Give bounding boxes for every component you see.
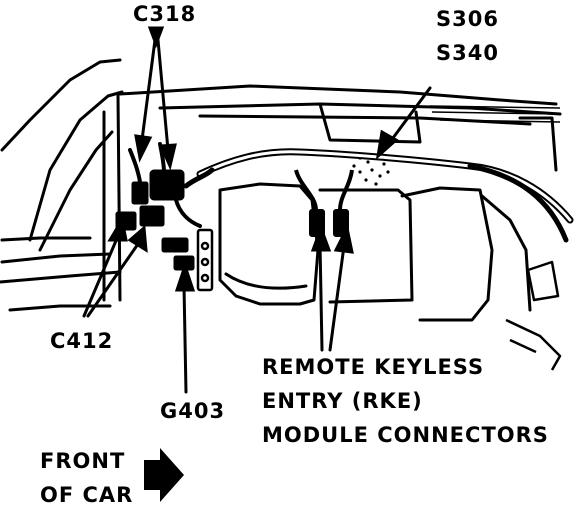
rke-connectors [294, 169, 354, 237]
right-side-hardware [505, 260, 562, 371]
label-s306: S306 [436, 7, 499, 31]
deck-striping [429, 105, 561, 123]
front-direction-arrow-icon [144, 448, 184, 502]
rear-deck-outline [118, 84, 562, 172]
bracket-strut [196, 228, 214, 292]
label-front-line1: FRONT [40, 449, 126, 473]
left-body-panel [0, 58, 124, 312]
main-wiring-harness [196, 148, 574, 243]
label-rke-line1: REMOTE KEYLESS [262, 355, 485, 379]
label-c318: C318 [133, 2, 197, 26]
callout-arrows [82, 26, 432, 394]
label-rke-line3: MODULE CONNECTORS [262, 423, 549, 447]
trunk-floor-tub [218, 182, 532, 322]
label-g403: G403 [160, 399, 226, 423]
label-c412: C412 [50, 329, 114, 353]
label-s340: S340 [436, 41, 499, 65]
label-rke-line2: ENTRY (RKE) [262, 389, 423, 413]
label-front-line2: OF CAR [40, 483, 134, 507]
